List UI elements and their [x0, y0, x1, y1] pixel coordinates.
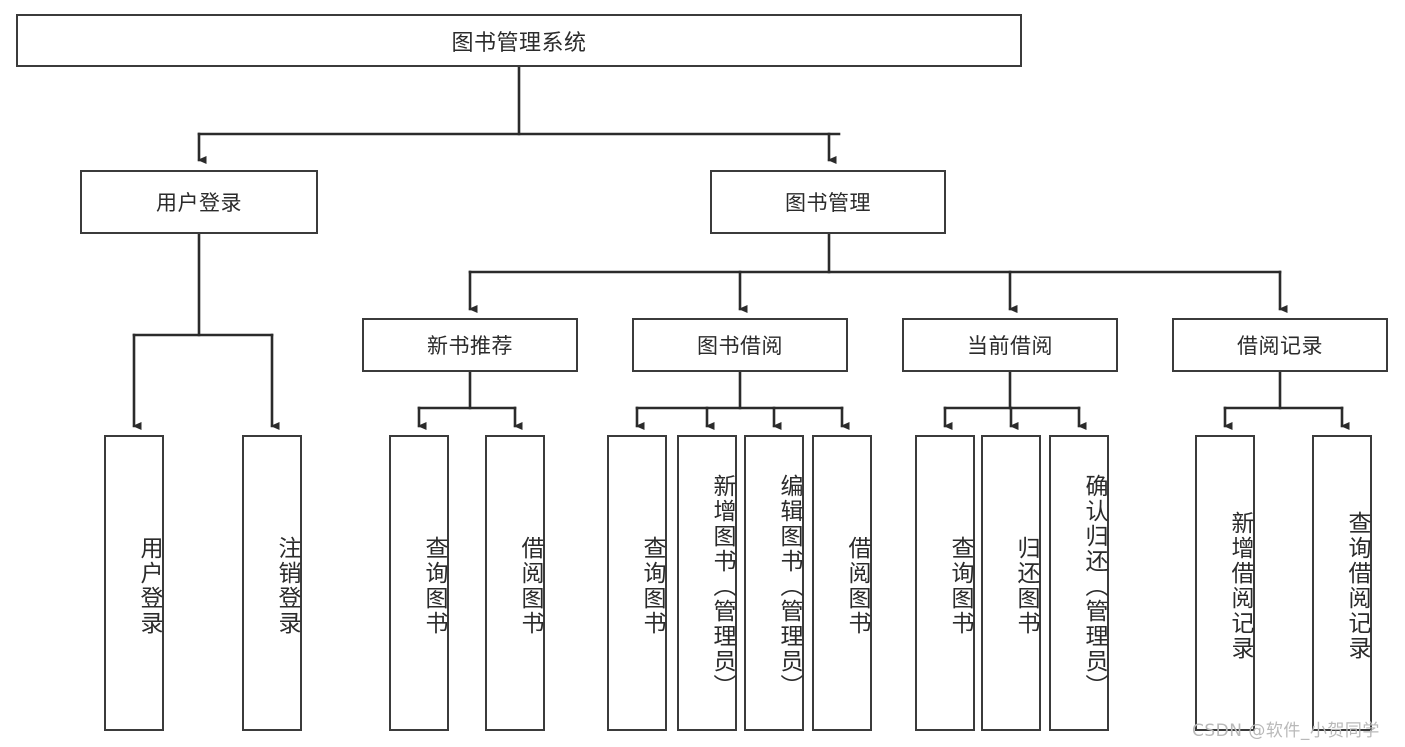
node-leaf-query-book-2-label: 查询图书 — [639, 536, 665, 636]
node-leaf-query-record-label: 查询借阅记录 — [1344, 511, 1370, 661]
node-borrow-record-label: 借阅记录 — [1237, 334, 1323, 358]
node-leaf-confirm-return[interactable]: 确认归还（管理员） — [1049, 435, 1109, 731]
node-user-login-label: 用户登录 — [156, 191, 242, 215]
node-user-login[interactable]: 用户登录 — [80, 170, 318, 234]
node-leaf-add-book-label: 新增图书（管理员） — [709, 473, 735, 699]
node-current-borrow[interactable]: 当前借阅 — [902, 318, 1118, 372]
node-leaf-borrow-book-2-label: 借阅图书 — [844, 536, 870, 636]
node-book-manage-label: 图书管理 — [785, 191, 871, 215]
node-leaf-edit-book[interactable]: 编辑图书（管理员） — [744, 435, 804, 731]
node-leaf-add-book[interactable]: 新增图书（管理员） — [677, 435, 737, 731]
node-leaf-add-record-label: 新增借阅记录 — [1227, 511, 1253, 661]
node-book-borrow-label: 图书借阅 — [697, 334, 783, 358]
node-borrow-record[interactable]: 借阅记录 — [1172, 318, 1388, 372]
node-current-borrow-label: 当前借阅 — [967, 334, 1053, 358]
node-new-book-rec-label: 新书推荐 — [427, 334, 513, 358]
node-new-book-rec[interactable]: 新书推荐 — [362, 318, 578, 372]
node-leaf-return-book[interactable]: 归还图书 — [981, 435, 1041, 731]
node-leaf-borrow-book-2[interactable]: 借阅图书 — [812, 435, 872, 731]
node-leaf-query-record[interactable]: 查询借阅记录 — [1312, 435, 1372, 731]
node-leaf-query-book-1-label: 查询图书 — [421, 536, 447, 636]
csdn-watermark: CSDN @软件_小贺同学 — [1192, 721, 1380, 741]
node-leaf-borrow-book-1[interactable]: 借阅图书 — [485, 435, 545, 731]
node-root-label: 图书管理系统 — [451, 30, 587, 56]
node-leaf-query-book-3-label: 查询图书 — [947, 536, 973, 636]
node-leaf-query-book-1[interactable]: 查询图书 — [389, 435, 449, 731]
node-leaf-user-logout-label: 注销登录 — [274, 536, 300, 636]
node-root[interactable]: 图书管理系统 — [16, 14, 1022, 67]
node-leaf-return-book-label: 归还图书 — [1013, 536, 1039, 636]
node-leaf-query-book-2[interactable]: 查询图书 — [607, 435, 667, 731]
node-leaf-user-login-label: 用户登录 — [136, 536, 162, 636]
node-leaf-edit-book-label: 编辑图书（管理员） — [776, 473, 802, 699]
node-leaf-confirm-return-label: 确认归还（管理员） — [1081, 473, 1107, 699]
node-leaf-user-logout[interactable]: 注销登录 — [242, 435, 302, 731]
node-leaf-borrow-book-1-label: 借阅图书 — [517, 536, 543, 636]
node-leaf-query-book-3[interactable]: 查询图书 — [915, 435, 975, 731]
node-book-borrow[interactable]: 图书借阅 — [632, 318, 848, 372]
node-leaf-user-login[interactable]: 用户登录 — [104, 435, 164, 731]
node-leaf-add-record[interactable]: 新增借阅记录 — [1195, 435, 1255, 731]
node-book-manage[interactable]: 图书管理 — [710, 170, 946, 234]
